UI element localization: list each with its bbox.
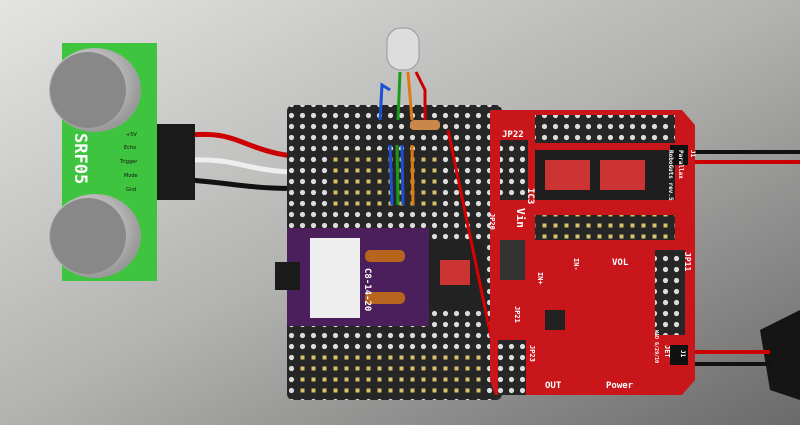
- label-jp22: JP22: [502, 130, 524, 140]
- label-j1-top: J1: [689, 150, 696, 158]
- label-power: Power: [606, 381, 634, 391]
- chip-label: C8-14-20: [362, 268, 372, 311]
- label-out: OUT: [545, 381, 562, 391]
- sensor-connector: [157, 124, 195, 200]
- label-maker: JET: [663, 345, 671, 358]
- label-vin: Vin: [514, 208, 527, 228]
- label-jp11: JP11: [683, 252, 692, 271]
- label-vol: VOL: [612, 258, 629, 268]
- pin-label: Trigger: [119, 159, 138, 165]
- label-in-plus: IN+: [536, 272, 544, 285]
- power-cables: [680, 150, 800, 400]
- srf05-sensor-board: SRF05 +5V Echo Trigger Mode Gnd: [49, 43, 195, 281]
- robo-guts-shield: JP22 IC3 Vin JP20 JP21 JP23 JP11 VOL IN+…: [488, 110, 696, 395]
- pin-label: Echo: [124, 145, 136, 151]
- label-jp23: JP23: [528, 345, 536, 362]
- label-jp21: JP21: [513, 306, 521, 323]
- label-date: WAD 6/29/10: [653, 330, 659, 363]
- resistor: [410, 120, 440, 130]
- label-ic3: IC3: [525, 188, 535, 204]
- label-in-minus: IN-: [572, 258, 580, 271]
- label-jp20: JP20: [488, 213, 496, 230]
- pin-label: Mode: [124, 173, 138, 179]
- pin-label: +5V: [126, 132, 137, 138]
- label-brand: Parallax: [677, 150, 684, 179]
- label-model: RoboGuts rev.5: [667, 150, 674, 201]
- sensor-name: SRF05: [70, 133, 90, 184]
- chip-board: C8-14-20: [275, 228, 429, 326]
- pin-label: Gnd: [126, 187, 136, 193]
- label-j1-bottom: J1: [679, 350, 686, 358]
